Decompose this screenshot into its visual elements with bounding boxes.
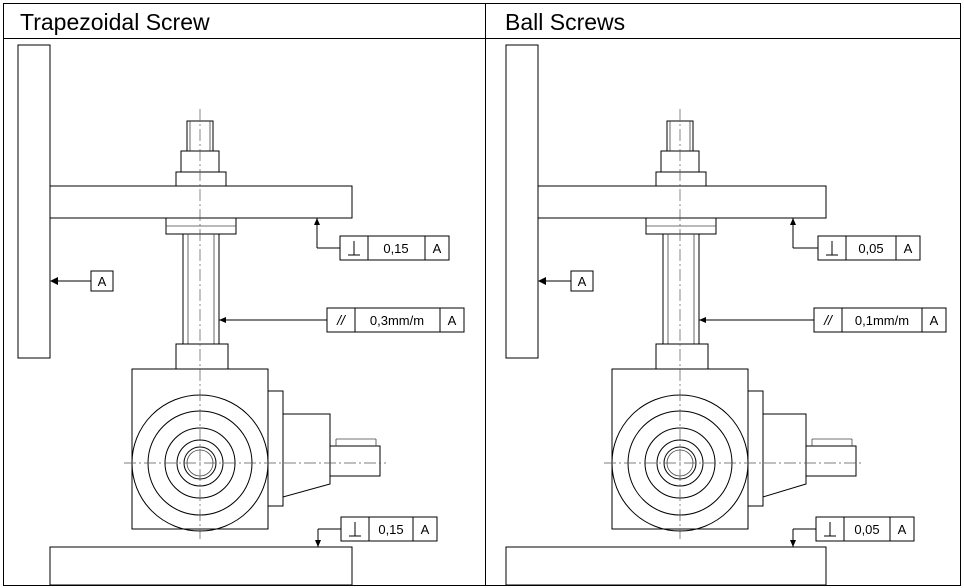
fcf-perpendicularity-top: 0,05 A [790,218,921,261]
horizontal-plate [537,185,827,219]
side-shaft [805,445,857,477]
fcf-perpendicularity-base: 0,05 A [790,516,915,547]
tolerance-value: 0,15 [383,241,408,256]
screw-shaft [662,233,700,345]
fcf-parallelism: // 0,1mm/m A [699,307,947,333]
side-housing [762,413,807,498]
datum-label: A [98,274,107,289]
header-divider [3,38,961,39]
datum-a-marker: A [50,270,114,292]
screw-nut-base [655,171,707,187]
horizontal-plate [49,185,353,219]
fcf-perpendicularity-top: 0,15 A [314,218,450,261]
tolerance-value: 0,3mm/m [370,313,424,328]
tolerance-value: 0,05 [858,241,883,256]
datum-ref: A [930,313,939,328]
datum-ref: A [898,522,907,537]
vertical-plate [17,44,51,359]
base-plate [505,546,827,585]
table-border [3,3,961,586]
gearbox-collar [655,343,709,370]
datum-label: A [578,274,587,289]
tolerance-value: 0,1mm/m [855,313,909,328]
datum-ref: A [433,241,442,256]
parallelism-symbol: // [823,312,834,328]
base-plate [49,546,353,585]
column-divider [485,3,486,586]
fcf-parallelism: // 0,3mm/m A [219,307,465,333]
datum-ref: A [421,522,430,537]
header-trapezoidal-screw: Trapezoidal Screw [20,9,210,35]
tolerance-value: 0,05 [854,522,879,537]
datum-ref: A [448,313,457,328]
gearbox-collar [175,343,229,370]
side-flange [747,390,764,507]
tolerance-value: 0,15 [378,522,403,537]
datum-a-marker: A [538,270,594,292]
header-ball-screws: Ball Screws [505,9,626,35]
fcf-perpendicularity-base: 0,15 A [315,516,438,547]
drawing-panel-trapezoidal: A [4,39,484,585]
screw-nut-base [175,171,227,187]
datum-ref: A [904,241,913,256]
drawing-panel-ball-screws: A [486,39,964,585]
side-housing [282,413,331,498]
side-shaft [329,445,381,477]
side-flange [267,390,284,507]
technical-drawing-trapezoidal: A [17,44,465,585]
vertical-plate [505,44,539,359]
parallelism-symbol: // [336,312,347,328]
technical-drawing-ball-screws: A [505,44,947,585]
